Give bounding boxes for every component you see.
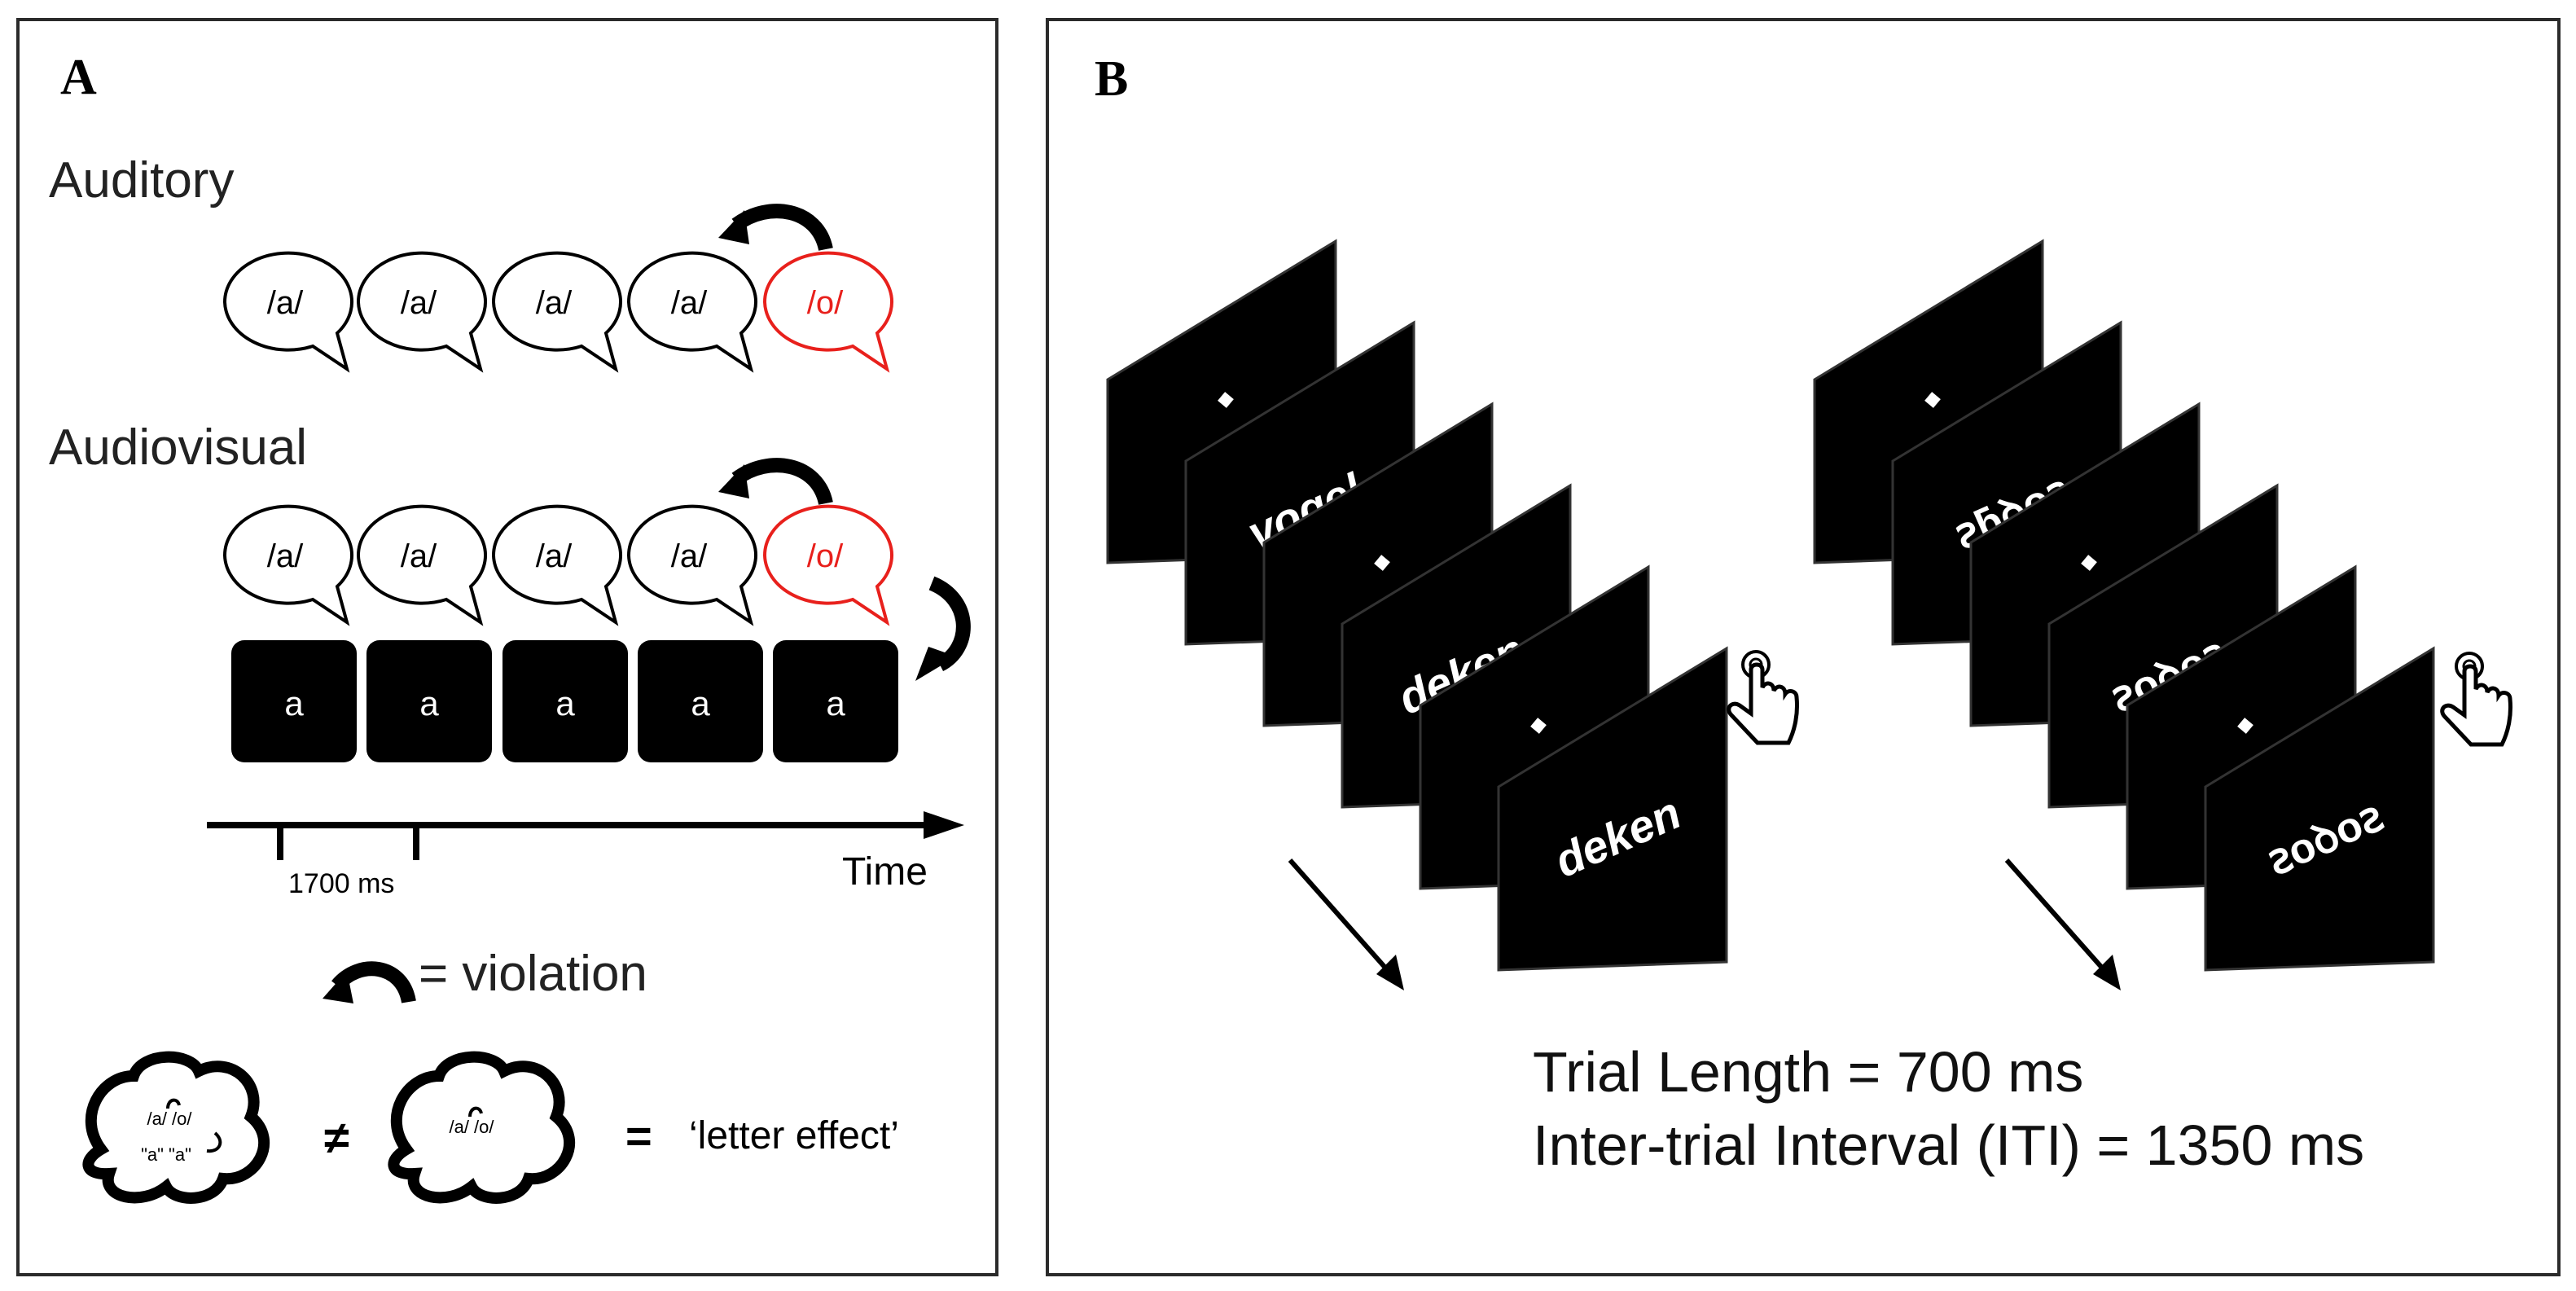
word-time-arrow-icon [1288, 858, 1404, 990]
iti-text: Inter-trial Interval (ITI) = 1350 ms [1533, 1113, 2365, 1177]
word-response-hand-icon [1727, 650, 1799, 745]
auditory-violation-arrow-icon [718, 204, 833, 252]
letter-box-1: a [231, 640, 357, 762]
audiovisual-bubble-4: /a/ [626, 504, 757, 626]
auditory-bubble-5: /o/ [762, 251, 893, 373]
not-equal-sign: ≠ [324, 1112, 349, 1163]
audiovisual-bubble-4-text: /a/ [671, 538, 708, 574]
letter-box-2-text: a [419, 684, 439, 722]
auditory-bubble-2-text: /a/ [401, 285, 437, 321]
brain-left-icon: /a/ /o/ "a" "a" [82, 1051, 270, 1204]
letter-effect-equation: /a/ /o/ "a" "a" ≠ /a/ /o/ = ‘letter effe… [82, 1051, 899, 1204]
auditory-bubble-3: /a/ [491, 251, 622, 373]
brain-left-top-text: /a/ /o/ [147, 1109, 192, 1129]
brain-left-violation-mark-2 [206, 1131, 222, 1153]
audiovisual-bubble-1: /a/ [222, 504, 353, 626]
audiovisual-bubble-3-text: /a/ [536, 538, 573, 574]
timeline-arrowhead-icon [924, 811, 964, 839]
brain-left-bottom-text: "a" "a" [141, 1144, 191, 1165]
audiovisual-bubble-row: /a/ /a/ /a/ /a/ /o/ [222, 504, 893, 626]
auditory-bubble-4-text: /a/ [671, 285, 708, 321]
trial-length-text: Trial Length = 700 ms [1533, 1040, 2084, 1104]
auditory-bubble-5-text: /o/ [807, 285, 844, 321]
letter-box-4-text: a [691, 684, 710, 722]
panel-b-diagram: vogel deken deken [1106, 239, 2512, 990]
pseudo-screen-stimulus-3: ꙅᴏꝺᴏꙅ [2204, 646, 2435, 972]
audiovisual-bubble-5-text: /o/ [807, 538, 844, 574]
panel-a-letter: A [60, 50, 97, 105]
auditory-bubble-3-text: /a/ [536, 285, 573, 321]
fixation-cross-icon [2237, 718, 2253, 734]
audiovisual-bubble-5: /o/ [762, 504, 893, 626]
brain-right-text: /a/ /o/ [449, 1117, 494, 1137]
pseudo-trial-stack: ꙅƃꝺᴏꙅ ꙅᴏꝺᴏꙅ ꙅᴏꝺᴏꙅ [1813, 239, 2512, 990]
letter-box-row: a a a a a [231, 640, 898, 762]
brain-left-violation-mark-1 [166, 1098, 181, 1109]
audiovisual-bubble-1-text: /a/ [267, 538, 304, 574]
auditory-bubble-1: /a/ [222, 251, 353, 373]
panel-b-letter: B [1095, 51, 1129, 107]
letter-effect-label: ‘letter effect’ [689, 1114, 899, 1157]
audiovisual-violation-arrow-icon [718, 458, 833, 506]
fixation-cross-icon [1530, 718, 1547, 734]
timeline: 1700 ms Time [207, 811, 964, 899]
pseudo-response-hand-icon [2440, 652, 2512, 747]
auditory-bubble-1-text: /a/ [267, 285, 304, 321]
time-label: Time [842, 850, 928, 894]
legend-violation-arrow-icon [323, 961, 416, 1004]
pseudo-time-arrow-icon [2004, 858, 2121, 990]
auditory-bubble-2: /a/ [356, 251, 487, 373]
letter-box-1-text: a [284, 684, 304, 722]
auditory-bubble-row: /a/ /a/ /a/ /a/ /o/ [222, 251, 893, 373]
letter-box-3: a [502, 640, 628, 762]
interval-label: 1700 ms [288, 868, 394, 899]
panel-a: A Auditory Audiovisual /a/ /a/ /a/ [16, 18, 998, 1276]
letter-box-4: a [638, 640, 763, 762]
fixation-cross-icon [1218, 392, 1234, 408]
audiovisual-bubble-2: /a/ [356, 504, 487, 626]
audiovisual-title: Audiovisual [49, 419, 308, 476]
violation-legend: = violation [323, 946, 647, 1004]
fixation-cross-icon [1924, 392, 1941, 408]
letter-box-5: a [773, 640, 898, 762]
fixation-cross-icon [1374, 555, 1390, 571]
word-trial-stack: vogel deken deken [1106, 239, 1799, 990]
audiovisual-bubble-3: /a/ [491, 504, 622, 626]
letter-box-2: a [366, 640, 492, 762]
audiovisual-bubble-2-text: /a/ [401, 538, 437, 574]
letter-violation-arrow-icon [915, 576, 971, 681]
fixation-cross-icon [2081, 555, 2097, 571]
violation-legend-text: = violation [419, 946, 647, 1002]
auditory-bubble-4: /a/ [626, 251, 757, 373]
brain-right-icon: /a/ /o/ [388, 1051, 576, 1204]
letter-box-5-text: a [826, 684, 845, 722]
letter-box-3-text: a [555, 684, 575, 722]
word-screen-stimulus-3: deken [1497, 646, 1728, 972]
panel-a-diagram: /a/ /a/ /a/ /a/ /o/ [82, 204, 971, 1204]
auditory-title: Auditory [49, 152, 235, 209]
panel-b: B vogel deken [1046, 18, 2561, 1276]
equals-sign: = [625, 1110, 652, 1161]
brain-right-violation-mark [468, 1106, 483, 1118]
